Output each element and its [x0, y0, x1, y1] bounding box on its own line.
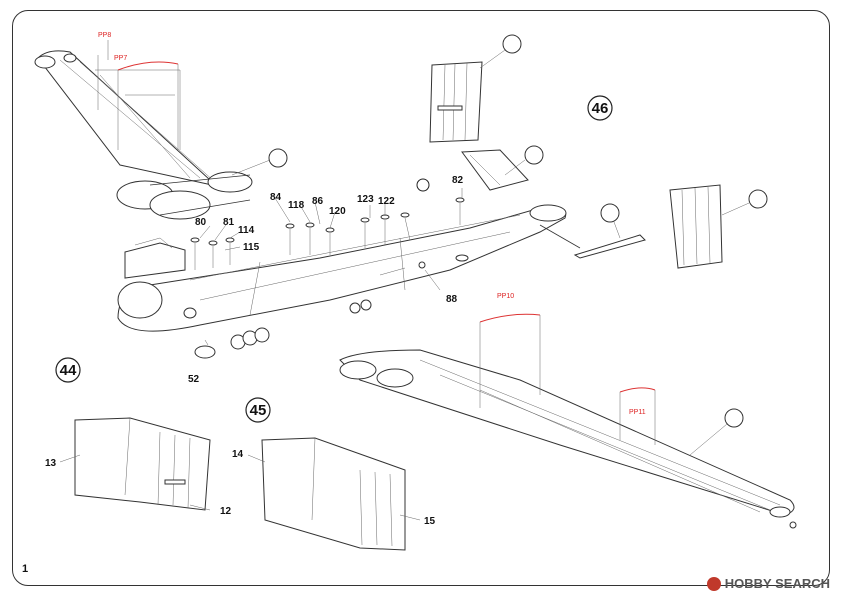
- svg-text:44: 44: [60, 362, 77, 379]
- red-clear-part-pp7: [117, 61, 179, 150]
- callout-circle-upper-panel: [502, 34, 522, 54]
- callout-circle-tail-plane: [524, 145, 544, 165]
- part-123: 123: [357, 194, 374, 205]
- left-wing: [34, 50, 236, 191]
- pp10-label: PP10: [497, 293, 514, 300]
- svg-text:45: 45: [250, 402, 267, 419]
- red-clear-part-pp11: [619, 387, 656, 445]
- step-44-marker: 44: [55, 357, 81, 383]
- part-81: 81: [223, 217, 235, 228]
- left-engine-nacelles: [116, 171, 253, 220]
- part-86: 86: [312, 196, 324, 207]
- part-114: 114: [238, 225, 255, 236]
- marker-circle-46: [416, 178, 430, 192]
- tail-fin-right: [669, 184, 723, 269]
- part-122: 122: [378, 196, 395, 207]
- part-52-shape: [194, 345, 216, 359]
- bomb-bay-door-left-assembly: [74, 417, 211, 511]
- svg-text:46: 46: [592, 100, 609, 117]
- part-15: 15: [424, 516, 436, 527]
- part-52: 52: [188, 374, 200, 385]
- callout-circle-fin: [748, 189, 768, 209]
- step-46-marker: 46: [587, 95, 613, 121]
- watermark-text: HOBBY SEARCH: [724, 576, 830, 591]
- red-clear-part-pp10: [479, 313, 541, 408]
- part-84: 84: [270, 192, 282, 203]
- page-frame: [12, 10, 830, 586]
- callout-circle: [268, 148, 288, 168]
- part-82: 82: [452, 175, 464, 186]
- bomb-bay-door-right-assembly: [261, 437, 406, 551]
- pp7-label: PP7: [114, 55, 127, 62]
- tail-panel-upper: [429, 61, 483, 143]
- tail-plane-part: [461, 149, 529, 191]
- callout-circle-right-wing: [724, 408, 744, 428]
- part-88: 88: [446, 294, 458, 305]
- pp11-label: PP11: [629, 409, 646, 416]
- part-14: 14: [232, 449, 244, 460]
- right-wing: [339, 349, 797, 529]
- part-115: 115: [243, 242, 260, 253]
- page-mark: 1: [22, 563, 29, 575]
- part-80: 80: [195, 217, 207, 228]
- pp8-label: PP8: [98, 32, 111, 39]
- part-120: 120: [329, 206, 346, 217]
- part-118: 118: [288, 200, 305, 211]
- step-45-marker: 45: [245, 397, 271, 423]
- part-13: 13: [45, 458, 57, 469]
- part-12: 12: [220, 506, 232, 517]
- watermark: HOBBY SEARCH: [706, 576, 830, 591]
- hobby-search-logo-icon: [706, 576, 721, 591]
- callout-circle-flap: [600, 203, 620, 223]
- fuselage: [117, 204, 581, 350]
- small-flap-part: [573, 234, 646, 259]
